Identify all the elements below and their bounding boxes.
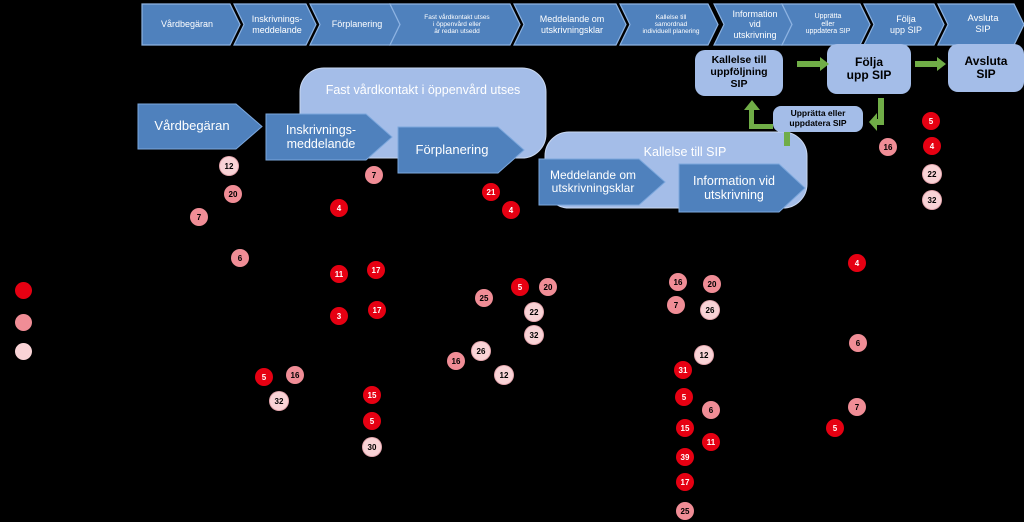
green-arrow-kallelse-to-folja	[797, 57, 829, 71]
legend-dot-medium	[15, 314, 32, 331]
marker-dark: 39	[676, 448, 694, 466]
kallelse-uppfoljning-box	[695, 50, 783, 96]
marker-light: 26	[472, 342, 490, 360]
marker-light: 22	[525, 303, 543, 321]
marker-light: 12	[220, 157, 238, 175]
marker-dark: 4	[502, 201, 520, 219]
process-bar-step-7	[781, 3, 871, 46]
marker-dark: 11	[702, 433, 720, 451]
marker-dark: 5	[363, 412, 381, 430]
marker-dark: 4	[848, 254, 866, 272]
marker-light: 32	[923, 191, 941, 209]
marker-medium: 7	[190, 208, 208, 226]
marker-dark: 4	[923, 137, 941, 155]
marker-dark: 3	[330, 307, 348, 325]
marker-medium: 20	[539, 278, 557, 296]
green-arrow-uppratta-tail	[784, 132, 790, 146]
marker-medium: 7	[365, 166, 383, 184]
marker-light: 32	[525, 326, 543, 344]
marker-dark: 11	[330, 265, 348, 283]
process-bar-step-8	[863, 3, 945, 46]
marker-dark: 17	[676, 473, 694, 491]
vardbegaran-arrow	[137, 103, 263, 150]
green-arrow-uppratta-to-kallelse	[744, 100, 773, 129]
process-bar-step-4	[513, 3, 627, 46]
marker-dark: 17	[368, 301, 386, 319]
process-bar-step-0	[141, 3, 241, 46]
marker-dark: 15	[676, 419, 694, 437]
marker-medium: 16	[669, 273, 687, 291]
marker-dark: 5	[922, 112, 940, 130]
process-bar-step-5	[619, 3, 719, 46]
marker-light: 26	[701, 301, 719, 319]
marker-dark: 5	[511, 278, 529, 296]
process-bar-step-2	[309, 3, 401, 46]
marker-dark: 17	[367, 261, 385, 279]
information-arrow	[678, 163, 806, 213]
marker-medium: 20	[224, 185, 242, 203]
process-bar-step-9	[937, 3, 1024, 46]
marker-medium: 7	[667, 296, 685, 314]
marker-medium: 6	[702, 401, 720, 419]
avsluta-box	[948, 44, 1024, 92]
process-bar-step-1	[233, 3, 317, 46]
marker-light: 12	[495, 366, 513, 384]
forplanering-arrow	[397, 126, 525, 174]
marker-dark: 15	[363, 386, 381, 404]
legend-dot-dark	[15, 282, 32, 299]
green-arrow-folja-to-uppratta	[869, 98, 884, 131]
marker-dark: 5	[826, 419, 844, 437]
process-bar-step-6	[713, 3, 793, 46]
marker-dark: 4	[330, 199, 348, 217]
green-arrow-folja-to-avsluta	[915, 57, 946, 71]
marker-medium: 16	[286, 366, 304, 384]
legend-dot-light	[15, 343, 32, 360]
process-bar-step-3	[389, 3, 521, 46]
marker-medium: 25	[676, 502, 694, 520]
folja-upp-box	[827, 44, 911, 94]
meddelande-arrow	[538, 158, 666, 206]
marker-medium: 16	[879, 138, 897, 156]
marker-medium: 25	[475, 289, 493, 307]
inskrivning-arrow	[265, 113, 393, 161]
marker-light: 22	[923, 165, 941, 183]
marker-dark: 5	[675, 388, 693, 406]
marker-medium: 16	[447, 352, 465, 370]
marker-dark: 5	[255, 368, 273, 386]
uppratta-box	[773, 106, 863, 132]
marker-medium: 6	[231, 249, 249, 267]
marker-medium: 7	[848, 398, 866, 416]
marker-light: 32	[270, 392, 288, 410]
marker-light: 30	[363, 438, 381, 456]
marker-light: 12	[695, 346, 713, 364]
marker-medium: 20	[703, 275, 721, 293]
marker-dark: 31	[674, 361, 692, 379]
marker-medium: 6	[849, 334, 867, 352]
marker-dark: 21	[482, 183, 500, 201]
